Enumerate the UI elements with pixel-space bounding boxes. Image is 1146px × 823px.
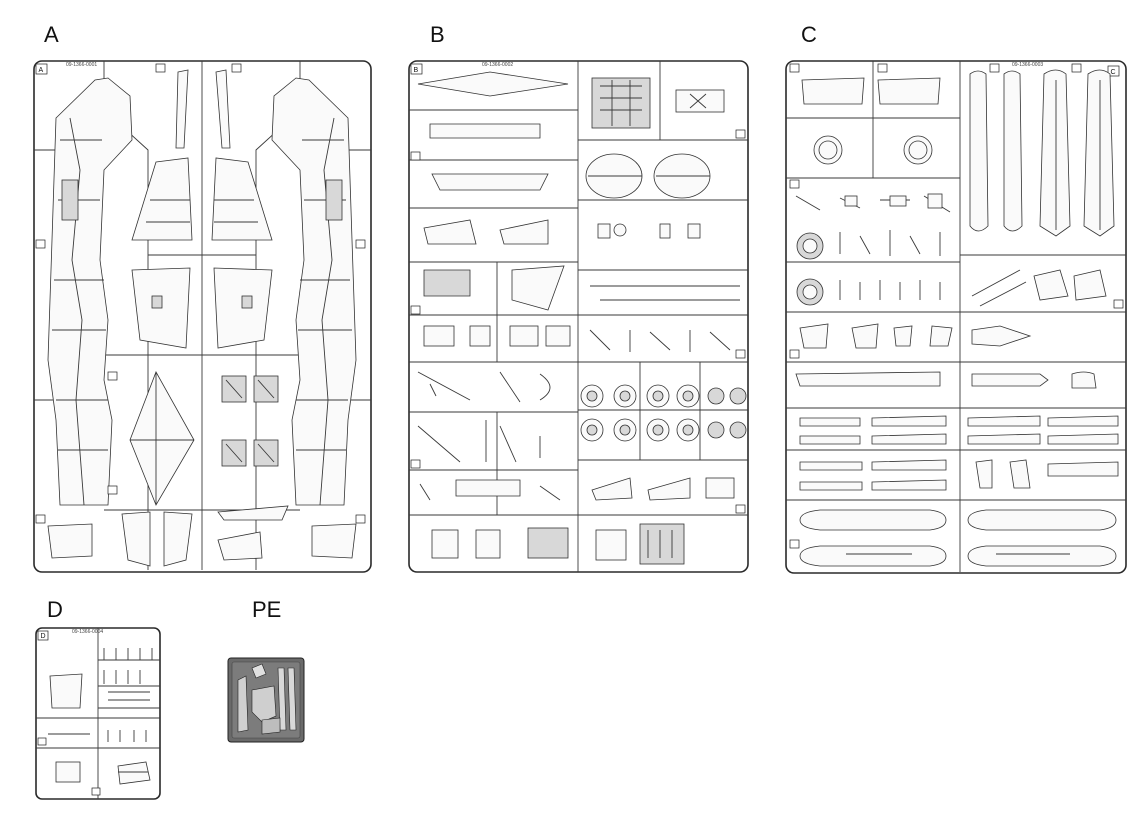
- sprue-b-corner-tag: B: [414, 67, 419, 74]
- sprue-label-c: C: [801, 22, 817, 47]
- sprue-b-code: 09-1366-0002: [482, 62, 513, 68]
- photo-etch-sheet: [227, 657, 305, 743]
- wheels-bottom-row: [580, 418, 747, 442]
- sprue-c-corner-tag: C: [1111, 69, 1116, 76]
- wheels-top-row: [580, 384, 747, 408]
- sprue-c-code: 09-1366-0003: [1012, 62, 1043, 68]
- sprue-d-corner-tag: D: [41, 633, 46, 640]
- sprue-label-b: B: [430, 22, 445, 47]
- sprue-d-code: 09-1366-0004: [72, 629, 103, 635]
- sprue-label-d: D: [47, 597, 63, 622]
- sprue-label-pe: PE: [252, 597, 282, 622]
- sprue-a-corner-tag: A: [39, 67, 44, 74]
- sprue-d: D 09-1366-0004: [35, 627, 161, 800]
- sprue-label-a: A: [44, 22, 59, 47]
- sprue-a-code: 09-1366-0001: [66, 62, 97, 68]
- sprue-c: C 09-1366-0003: [785, 60, 1127, 574]
- sprue-a: A 09-1366-0001: [33, 60, 372, 573]
- sprue-b: B 09-1366-0002: [408, 60, 749, 573]
